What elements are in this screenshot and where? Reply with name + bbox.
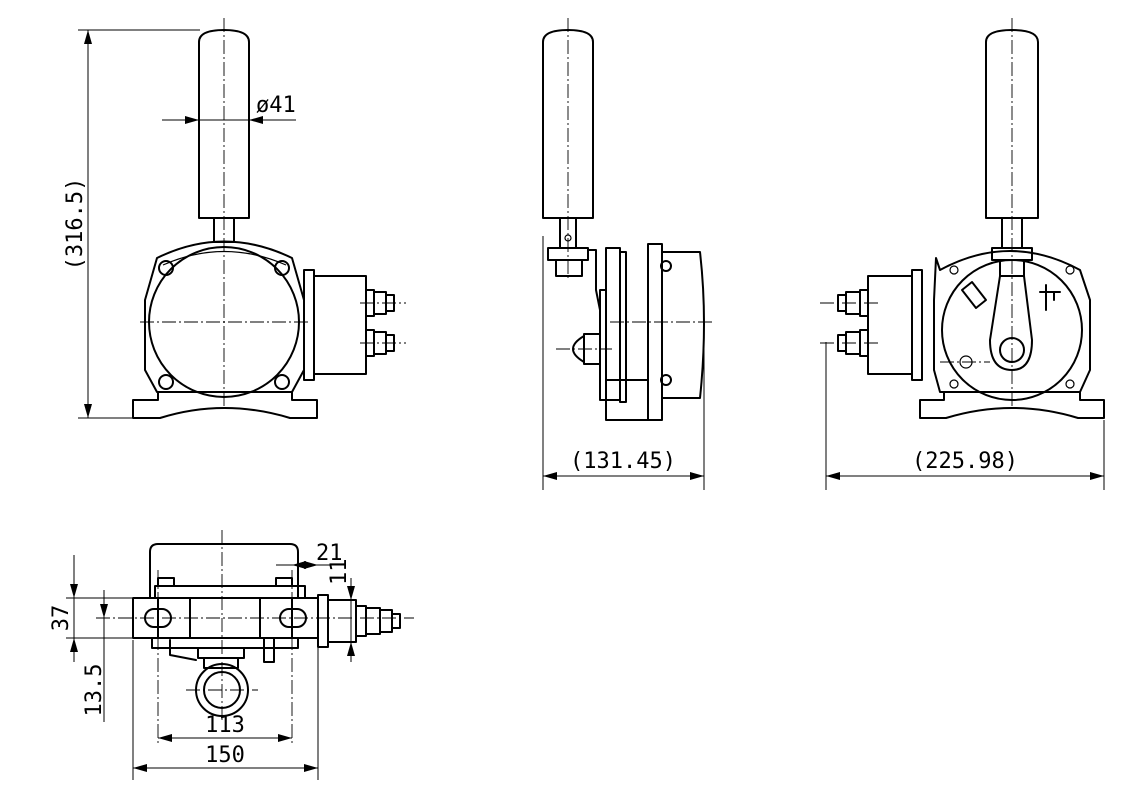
dimension-offset-21: 21 bbox=[276, 541, 345, 569]
rear-view bbox=[820, 18, 1105, 419]
depth-37-label: 37 bbox=[49, 605, 74, 632]
dimension-depth-13-5: 13.5 bbox=[82, 590, 108, 722]
dimension-overall-height: (316.5) bbox=[63, 29, 200, 419]
rear-width-label: (225.98) bbox=[912, 449, 1018, 474]
dimension-handle-diameter: ø41 bbox=[162, 93, 296, 124]
base-width-label: 150 bbox=[205, 743, 245, 768]
overall-height-label: (316.5) bbox=[63, 178, 88, 271]
dimension-side-width: (131.45) bbox=[542, 236, 705, 490]
offset-21-label: 21 bbox=[316, 541, 343, 566]
dimension-offset-11: 11 bbox=[327, 559, 355, 662]
top-view bbox=[96, 530, 414, 745]
hole-spacing-label: 113 bbox=[205, 713, 245, 738]
front-view bbox=[132, 18, 406, 419]
dimension-hole-spacing: 113 bbox=[158, 713, 292, 742]
dimension-rear-width: (225.98) bbox=[825, 342, 1105, 490]
side-view bbox=[542, 18, 712, 421]
handle-diameter-label: ø41 bbox=[256, 93, 296, 118]
offset-11-label: 11 bbox=[327, 559, 352, 586]
side-width-label: (131.45) bbox=[570, 449, 676, 474]
depth-13-5-label: 13.5 bbox=[82, 664, 107, 717]
dimension-depth-37: 37 bbox=[49, 555, 132, 662]
dimension-base-width: 150 bbox=[132, 640, 319, 780]
